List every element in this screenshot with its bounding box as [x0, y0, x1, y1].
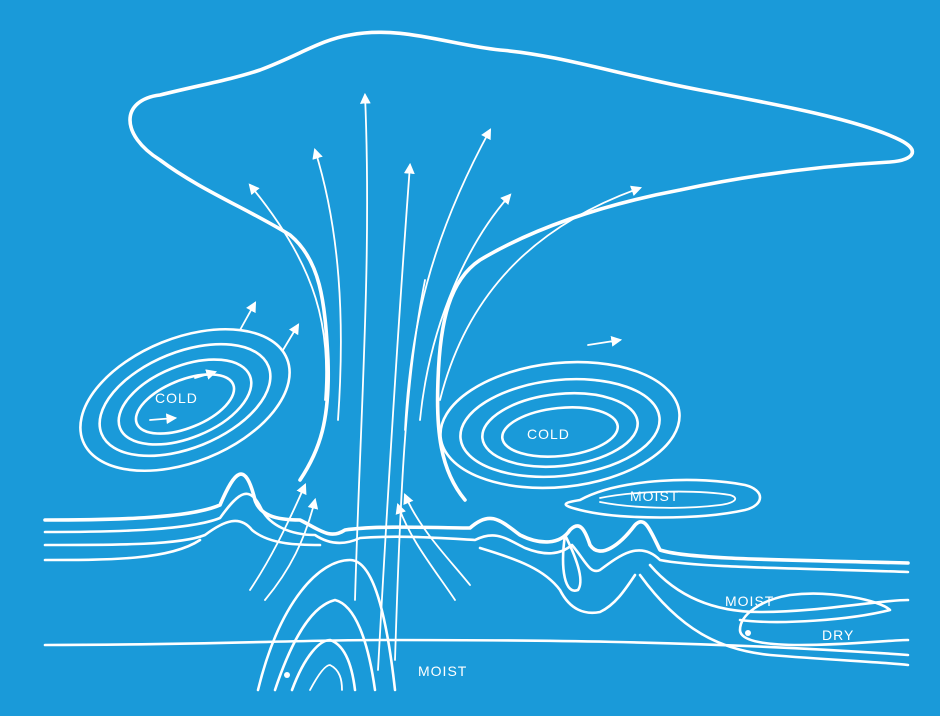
small-arrow-b	[282, 323, 300, 351]
label-cold-left: COLD	[155, 390, 198, 406]
moist-lens: MOIST	[564, 478, 762, 519]
cloud-outline	[128, 30, 915, 502]
label-moist-right: MOIST	[725, 593, 774, 609]
updraft-arrow-7	[439, 185, 643, 401]
updraft-arrow-2	[312, 147, 342, 421]
cold-cell-left: COLD	[79, 327, 291, 473]
updraft-arrow-4	[377, 162, 415, 671]
surface-convergence	[43, 558, 910, 692]
label-dry: DRY	[822, 627, 854, 643]
inflow-arrow-4	[395, 502, 456, 601]
small-arrow-a	[239, 301, 257, 331]
inflow-arrow-2	[264, 497, 319, 601]
updraft-line-8	[394, 279, 426, 661]
inflow-arrow-1	[249, 483, 307, 591]
surface-layers	[43, 472, 910, 667]
inflow-arrow-3	[403, 493, 471, 586]
updraft-arrow-3	[354, 92, 371, 601]
cold-cell-right: COLD	[439, 360, 681, 490]
updraft-arrow-6	[419, 193, 512, 421]
label-moist-lens: MOIST	[630, 488, 679, 504]
updraft-arrow-1	[248, 183, 327, 401]
small-arrow-c	[587, 335, 623, 347]
label-moist-bottom: MOIST	[418, 663, 467, 679]
label-cold-right: COLD	[527, 426, 570, 442]
updraft-arrow-5	[404, 128, 492, 431]
